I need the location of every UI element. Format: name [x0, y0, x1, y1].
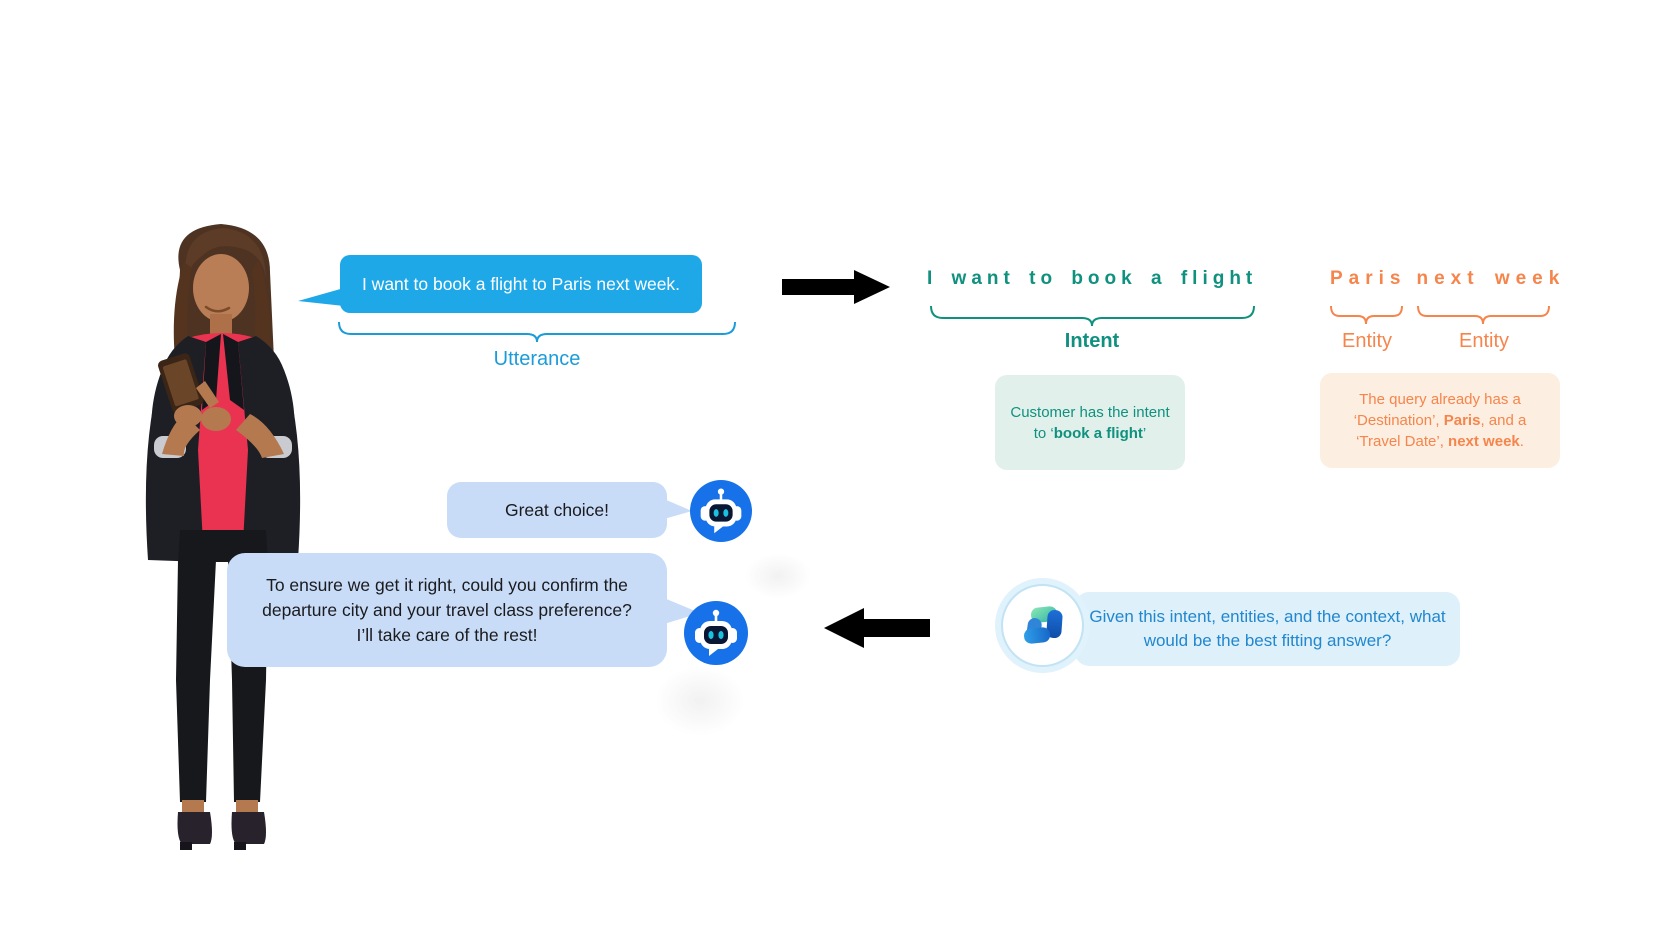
ghost-blob	[745, 553, 811, 599]
copilot-studio-icon-inner	[1001, 584, 1084, 667]
user-utterance-bubble: I want to book a flight to Paris next we…	[340, 255, 702, 313]
entity-bracket-2	[1417, 306, 1550, 325]
entity-note-text: The query already has a ‘Destination’, P…	[1353, 391, 1527, 450]
entity-bracket-1	[1330, 306, 1403, 325]
entity-phrase: Paris next week	[1330, 268, 1565, 290]
copilot-studio-icon	[995, 578, 1090, 673]
intent-bracket	[930, 306, 1255, 327]
entity-word-1: Paris	[1330, 268, 1407, 289]
bot-reply-long-bubble: To ensure we get it right, could you con…	[227, 553, 667, 667]
entity-label-2: Entity	[1458, 330, 1510, 352]
copilot-studio-logo-icon	[1023, 605, 1062, 644]
user-utterance-text: I want to book a flight to Paris next we…	[361, 273, 681, 294]
intent-phrase: I want to book a flight	[927, 268, 1258, 289]
arrow-left-icon	[824, 608, 930, 648]
intent-note-text: Customer has the intent to ‘book a fligh…	[1010, 403, 1170, 442]
chat-bot-icon	[684, 601, 748, 665]
copilot-prompt-bubble: Given this intent, entities, and the con…	[1075, 592, 1460, 666]
utterance-bracket	[338, 322, 736, 343]
intent-label: Intent	[1064, 330, 1120, 352]
entity-note-box: The query already has a ‘Destination’, P…	[1320, 373, 1560, 468]
ghost-blob	[655, 666, 745, 736]
bot-reply-long-text: To ensure we get it right, could you con…	[262, 574, 632, 645]
intent-note-box: Customer has the intent to ‘book a fligh…	[995, 375, 1185, 470]
chat-bot-icon	[690, 480, 752, 542]
bot-reply-short-tail	[664, 499, 692, 519]
bot-reply-short-bubble: Great choice!	[447, 482, 667, 538]
utterance-label: Utterance	[493, 348, 581, 370]
bot-reply-short-text: Great choice!	[504, 499, 610, 520]
arrow-right-icon	[782, 270, 890, 304]
copilot-prompt-text: Given this intent, entities, and the con…	[1089, 607, 1446, 650]
bot-reply-long-tail	[664, 598, 700, 624]
entity-label-1: Entity	[1341, 330, 1393, 352]
entity-word-2: next week	[1416, 268, 1566, 289]
utterance-bubble-tail	[298, 288, 344, 306]
customer-photo	[145, 224, 301, 850]
